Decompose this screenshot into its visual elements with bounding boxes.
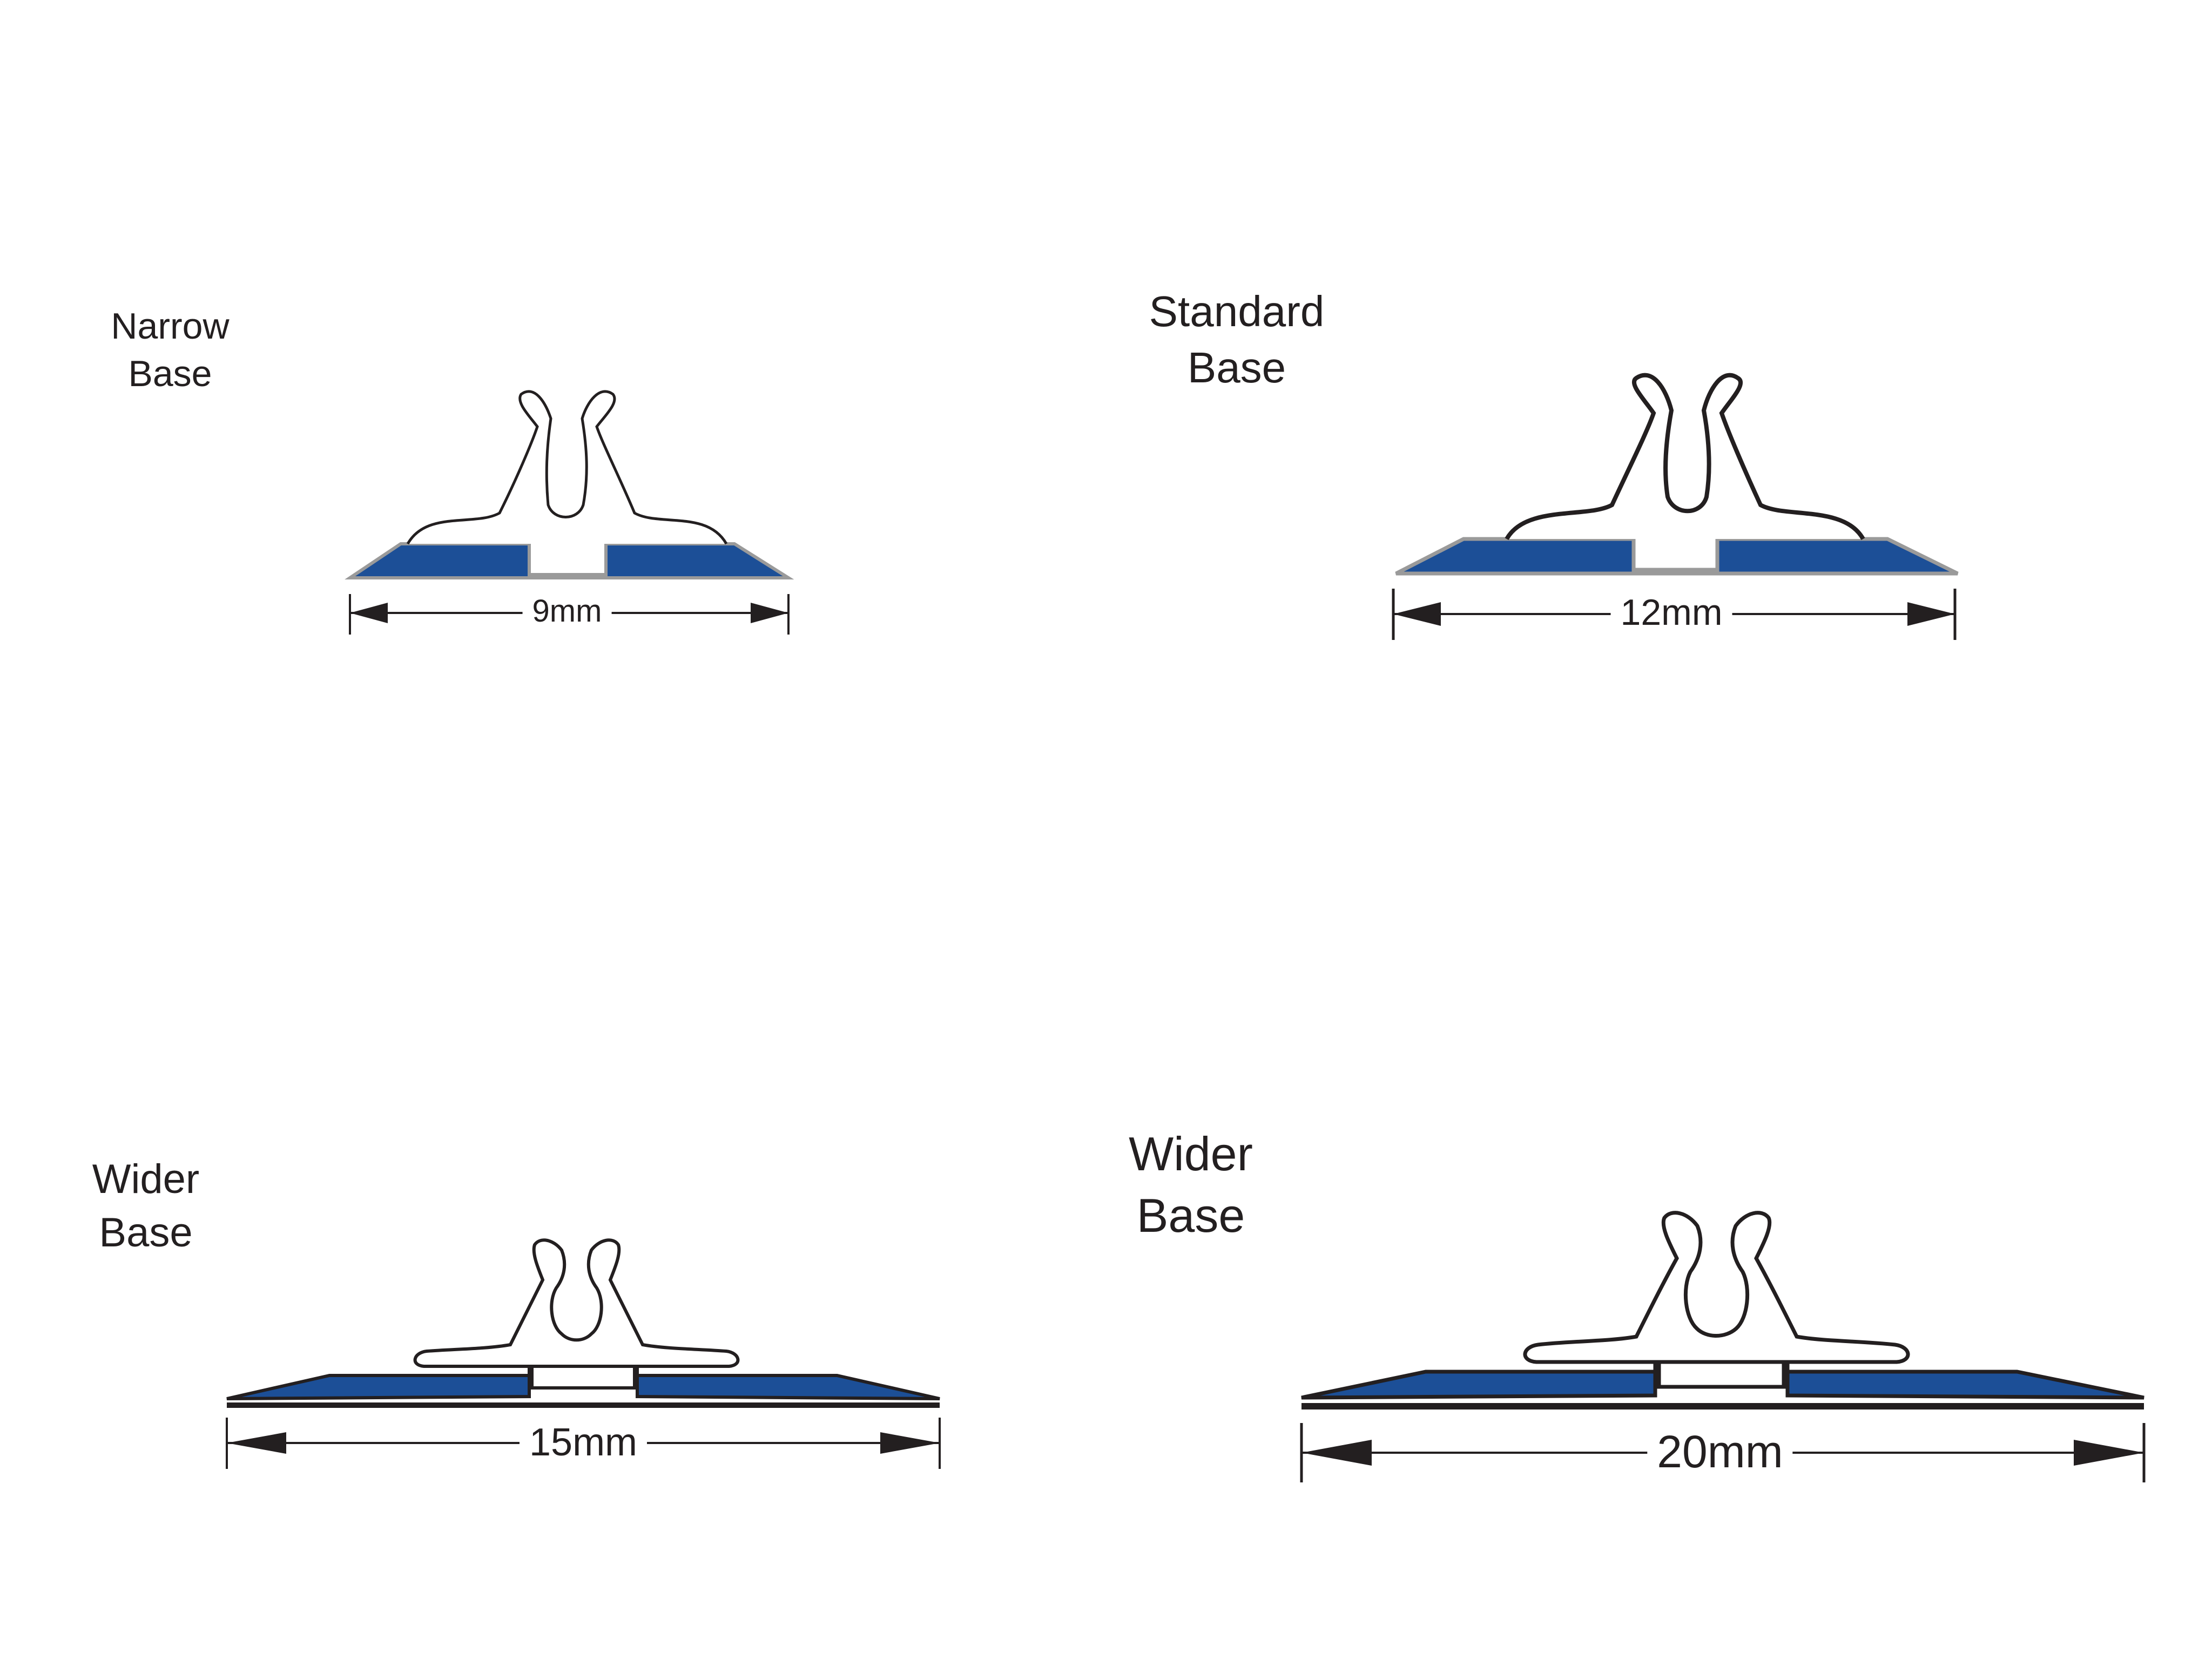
title-line-1: Standard bbox=[1149, 287, 1325, 335]
wider-base-15-title: Wider Base bbox=[65, 1153, 227, 1260]
wider-base-20-title: Wider Base bbox=[1102, 1123, 1280, 1247]
wider-15-base-strip bbox=[226, 1365, 940, 1400]
title-line-1: Narrow bbox=[111, 306, 230, 347]
title-line-1: Wider bbox=[92, 1156, 200, 1202]
wider-20-dimension-label: 20mm bbox=[1647, 1426, 1793, 1478]
title-line-2: Base bbox=[1187, 343, 1286, 392]
title-line-2: Base bbox=[1136, 1189, 1245, 1243]
title-line-2: Base bbox=[99, 1209, 193, 1256]
wider-20-base-strip bbox=[1301, 1359, 2144, 1400]
title-line-1: Wider bbox=[1129, 1127, 1253, 1181]
wider-15-clip-outline bbox=[413, 1238, 740, 1368]
narrow-base-title: Narrow Base bbox=[81, 302, 259, 398]
wider-20-clip-outline bbox=[1523, 1211, 1910, 1364]
narrow-dimension-label: 9mm bbox=[522, 593, 612, 629]
wider-15-dimension-label: 15mm bbox=[519, 1420, 648, 1465]
standard-base-title: Standard Base bbox=[1123, 284, 1350, 396]
title-line-2: Base bbox=[128, 353, 212, 395]
narrow-clip-outline bbox=[406, 390, 728, 545]
standard-dimension-label: 12mm bbox=[1610, 591, 1732, 633]
standard-clip-outline bbox=[1505, 373, 1865, 541]
